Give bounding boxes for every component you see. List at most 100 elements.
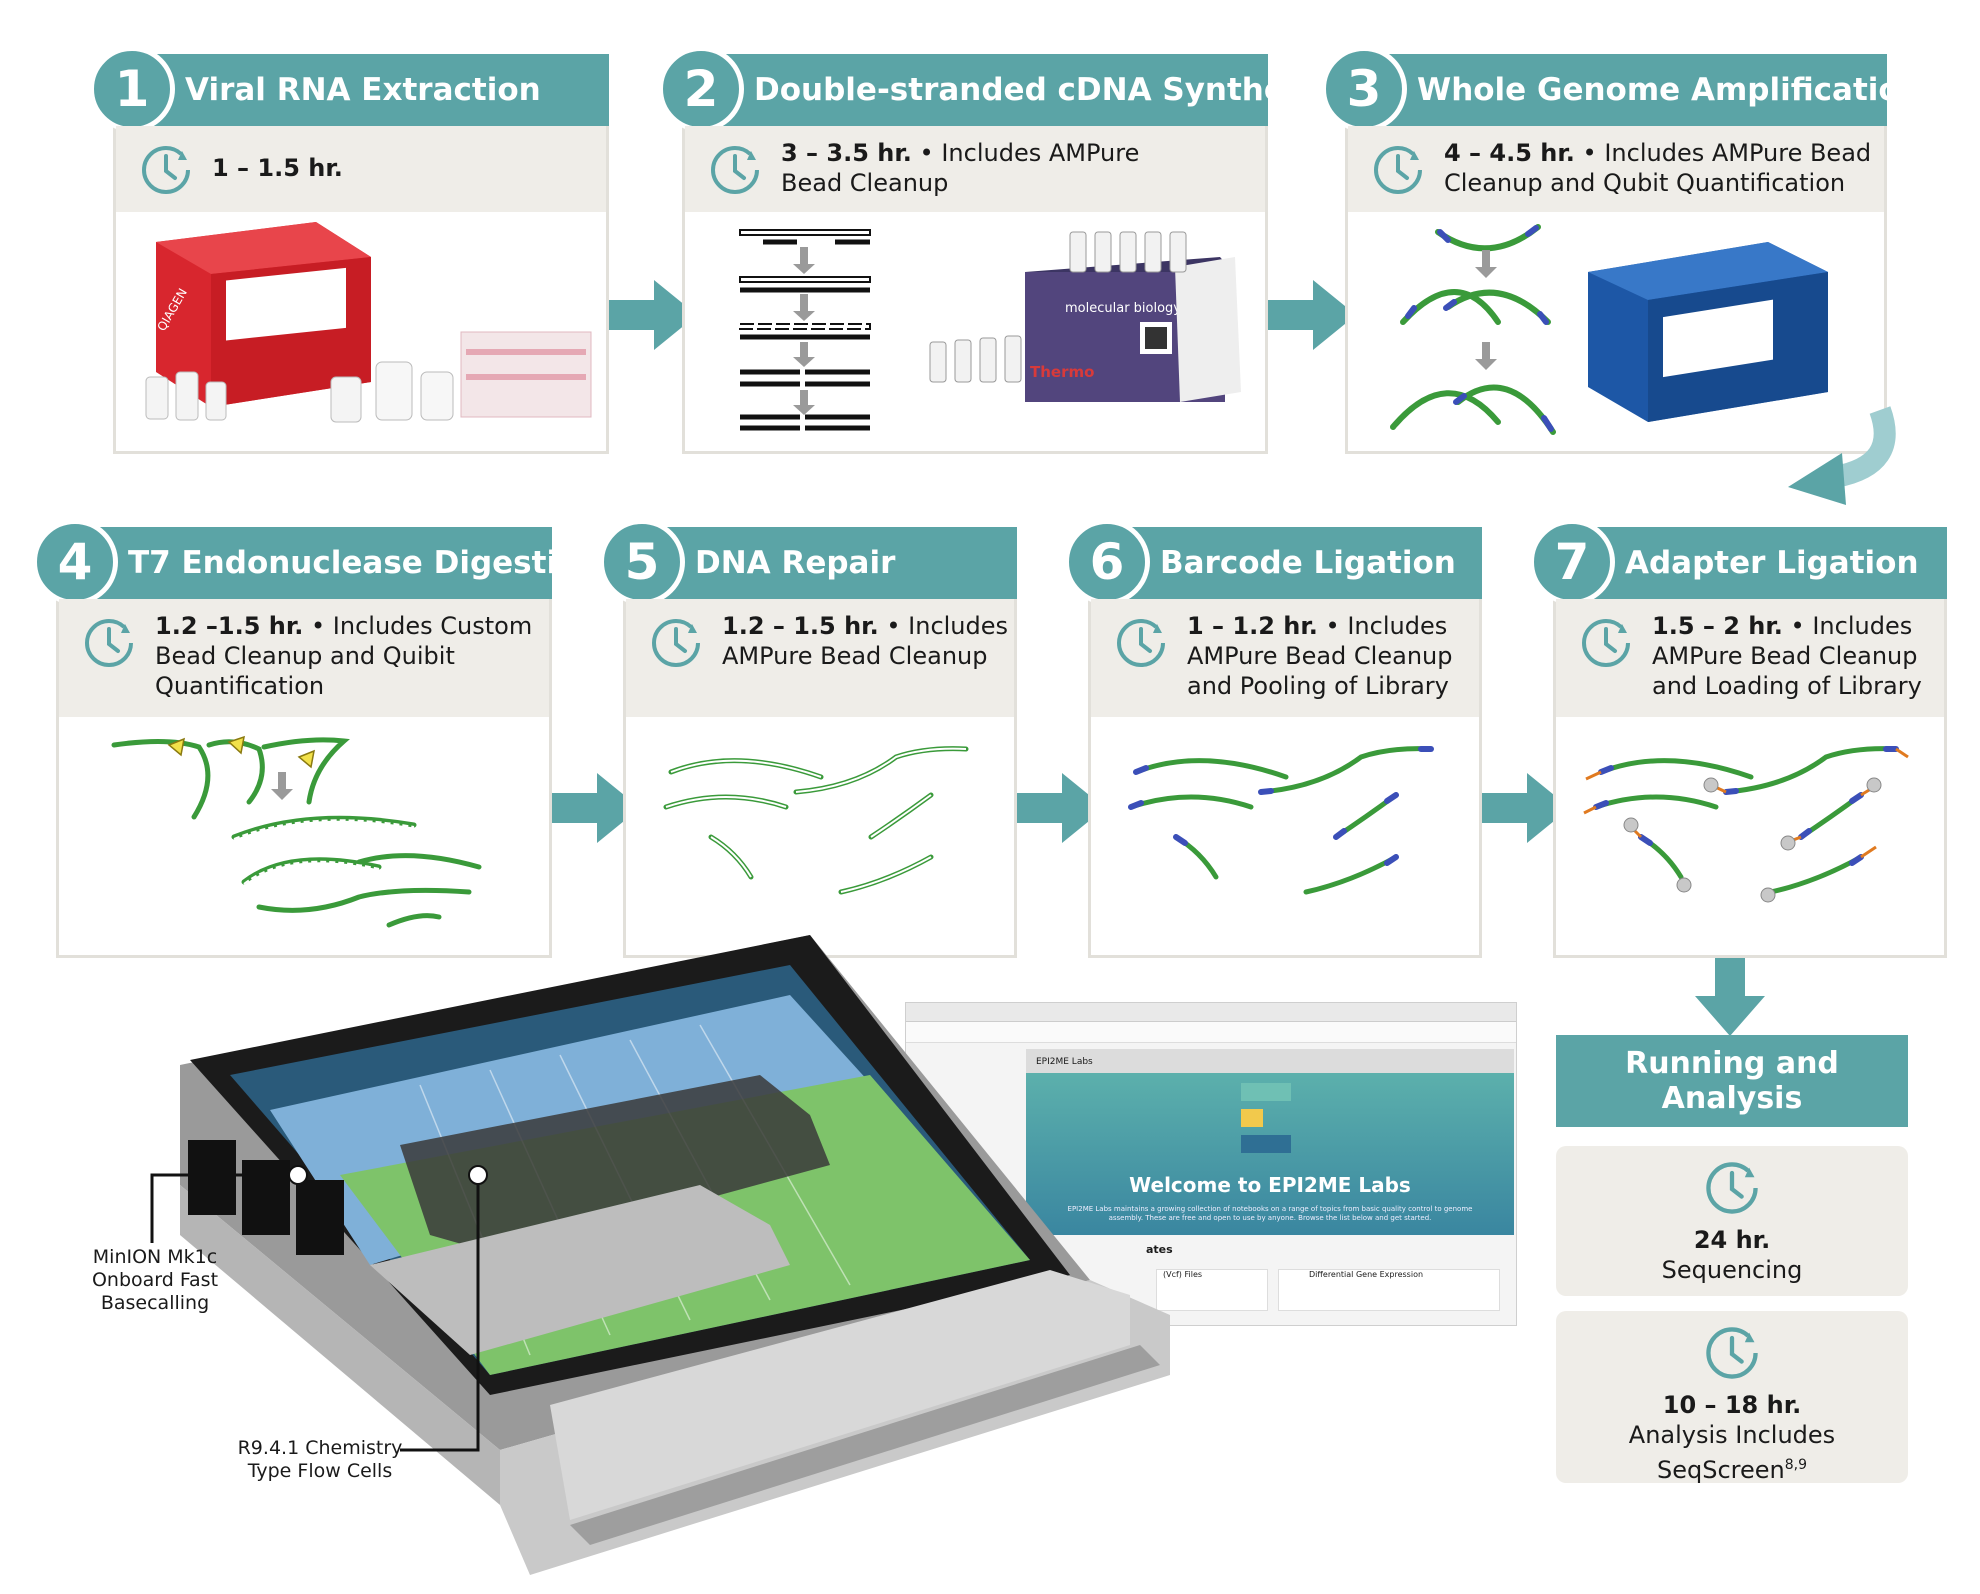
step-duration: 3 – 3.5 hr. <box>781 139 912 167</box>
sequencing-duration: 24 hr. <box>1693 1226 1771 1254</box>
flow-arrow <box>1268 280 1356 350</box>
minion-callout: MinION Mk1c Onboard Fast Basecalling <box>91 1246 219 1314</box>
step-4: T7 Endonuclease Digestion 4 1.2 –1.5 hr.… <box>32 519 600 958</box>
running-title-line1: Running and <box>1625 1046 1839 1081</box>
step-header: T7 Endonuclease Digestion <box>56 527 600 599</box>
running-title-line2: Analysis <box>1661 1081 1803 1116</box>
thermo-label: Thermo <box>1030 363 1094 381</box>
step-note-line2: AMPure Bead Cleanup <box>1187 642 1453 670</box>
clock-icon <box>85 619 133 667</box>
clock-icon <box>652 619 700 667</box>
clock-icon <box>1706 1162 1758 1214</box>
step-note-line2: Bead Cleanup <box>781 169 949 197</box>
step-6: Barcode Ligation 6 1 – 1.2 hr. • Include… <box>1064 519 1482 958</box>
step-duration: 1.2 –1.5 hr. <box>155 612 304 640</box>
clock-icon <box>711 146 759 194</box>
step-number: 5 <box>599 519 685 605</box>
notebook-card[interactable]: Differential Gene Expression <box>1278 1269 1500 1311</box>
analysis-line3: SeqScreen <box>1656 1456 1785 1484</box>
down-flow-arrow <box>1695 958 1765 1036</box>
step-3: Whole Genome Amplification 3 4 – 4.5 hr.… <box>1321 46 1922 454</box>
step-note-line2: Bead Cleanup and Quibit <box>155 642 455 670</box>
step-title: Adapter Ligation <box>1625 545 1919 581</box>
dna-repair-diagram <box>626 717 1014 955</box>
flowcell-callout: R9.4.1 Chemistry Type Flow Cells <box>237 1437 403 1482</box>
step-note: Includes AMPure <box>941 139 1140 167</box>
step-duration: 1 – 1.5 hr. <box>212 154 343 182</box>
step-note-line2: AMPure Bead Cleanup <box>1652 642 1918 670</box>
step-title: Barcode Ligation <box>1160 545 1456 581</box>
sequencing-label: Sequencing <box>1661 1256 1803 1284</box>
barcode-ligation-diagram <box>1091 717 1479 955</box>
step-note: Includes AMPure Bead <box>1604 139 1872 167</box>
step-header: Adapter Ligation <box>1553 527 1947 599</box>
step-note-line3: and Loading of Library <box>1652 672 1922 700</box>
running-analysis-header: Running and Analysis <box>1556 1035 1908 1127</box>
notebook-card[interactable]: (Vcf) Files <box>1156 1269 1268 1311</box>
step-number: 7 <box>1529 519 1615 605</box>
step-header: DNA Repair <box>623 527 1017 599</box>
welcome-blurb: EPI2ME Labs maintains a growing collecti… <box>1067 1205 1473 1222</box>
step-2: Double-stranded cDNA Synthesis 2 3 – 3.5… <box>658 46 1332 454</box>
step-header: Viral RNA Extraction <box>113 54 609 126</box>
analysis-duration: 10 – 18 hr. <box>1662 1391 1802 1419</box>
section-label: ates <box>1146 1243 1173 1256</box>
step-title: DNA Repair <box>695 545 896 581</box>
step-header: Barcode Ligation <box>1088 527 1482 599</box>
step-note-line3: and Pooling of Library <box>1187 672 1449 700</box>
flowcell-callout-line <box>400 1165 488 1452</box>
step-note: Includes <box>1812 612 1913 640</box>
browser-tab: EPI2ME Labs <box>1036 1057 1093 1067</box>
step-note-line3: Quantification <box>155 672 325 700</box>
step-duration: 1 – 1.2 hr. <box>1187 612 1318 640</box>
step-header: Whole Genome Amplification <box>1345 54 1922 126</box>
step-number: 2 <box>658 46 744 132</box>
step-title: T7 Endonuclease Digestion <box>128 545 601 581</box>
molbio-label: molecular biology <box>1065 301 1181 316</box>
sequencing-box: 24 hr. Sequencing <box>1556 1146 1908 1296</box>
clock-icon <box>1706 1327 1758 1379</box>
step-note: Includes <box>908 612 1009 640</box>
adapter-ligation-diagram <box>1556 717 1944 955</box>
step-note: Includes <box>1347 612 1448 640</box>
analysis-line2: Analysis Includes <box>1628 1421 1836 1449</box>
clock-icon <box>1374 146 1422 194</box>
step-time: 1 – 1.5 hr. <box>116 126 606 212</box>
welcome-heading: Welcome to EPI2ME Labs <box>1129 1173 1411 1197</box>
step-note-line2: AMPure Bead Cleanup <box>722 642 988 670</box>
step-note: Includes Custom <box>332 612 533 640</box>
step-note-line2: Cleanup and Qubit Quantification <box>1444 169 1846 197</box>
step-number: 6 <box>1064 519 1150 605</box>
analysis-box: 10 – 18 hr. Analysis Includes SeqScreen8… <box>1556 1311 1908 1484</box>
step-duration: 4 – 4.5 hr. <box>1444 139 1575 167</box>
step-duration: 1.2 – 1.5 hr. <box>722 612 879 640</box>
step-1: Viral RNA Extraction 1 1 – 1.5 hr. QIAGE… <box>89 46 609 454</box>
step-title: Whole Genome Amplification <box>1417 72 1922 108</box>
flow-arrow <box>609 280 697 350</box>
curved-flow-arrow <box>1788 406 1896 505</box>
step-duration: 1.5 – 2 hr. <box>1652 612 1783 640</box>
clock-icon <box>1117 619 1165 667</box>
step-title: Double-stranded cDNA Synthesis <box>754 72 1333 108</box>
step-number: 3 <box>1321 46 1407 132</box>
step-header: Double-stranded cDNA Synthesis <box>682 54 1332 126</box>
step-number: 1 <box>89 46 175 132</box>
t7-digestion-diagram <box>59 717 549 955</box>
flow-arrow <box>552 773 640 843</box>
flow-arrow <box>1017 773 1105 843</box>
minion-callout-line <box>150 1165 308 1243</box>
minion-device-image <box>180 935 1170 1575</box>
cdna-synthesis-diagram: molecular biology Thermo <box>685 212 1265 451</box>
amplification-diagram <box>1348 212 1884 451</box>
step-7: Adapter Ligation 7 1.5 – 2 hr. • Include… <box>1529 519 1947 958</box>
extraction-kit-image: QIAGEN <box>116 212 606 451</box>
clock-icon <box>1582 619 1630 667</box>
clock-icon <box>142 146 190 194</box>
